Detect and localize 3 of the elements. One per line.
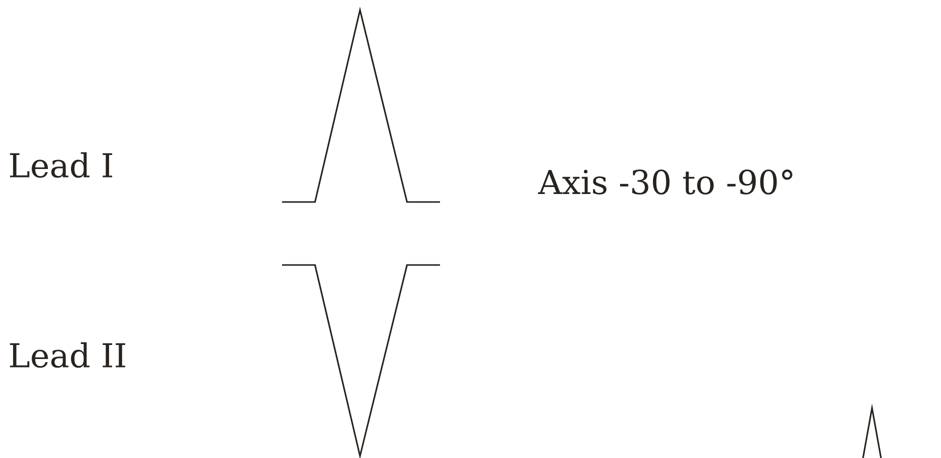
label: Axis -30 to -90° [538,170,792,194]
label: Lead II [10,342,126,368]
label: Lead I [10,152,112,178]
